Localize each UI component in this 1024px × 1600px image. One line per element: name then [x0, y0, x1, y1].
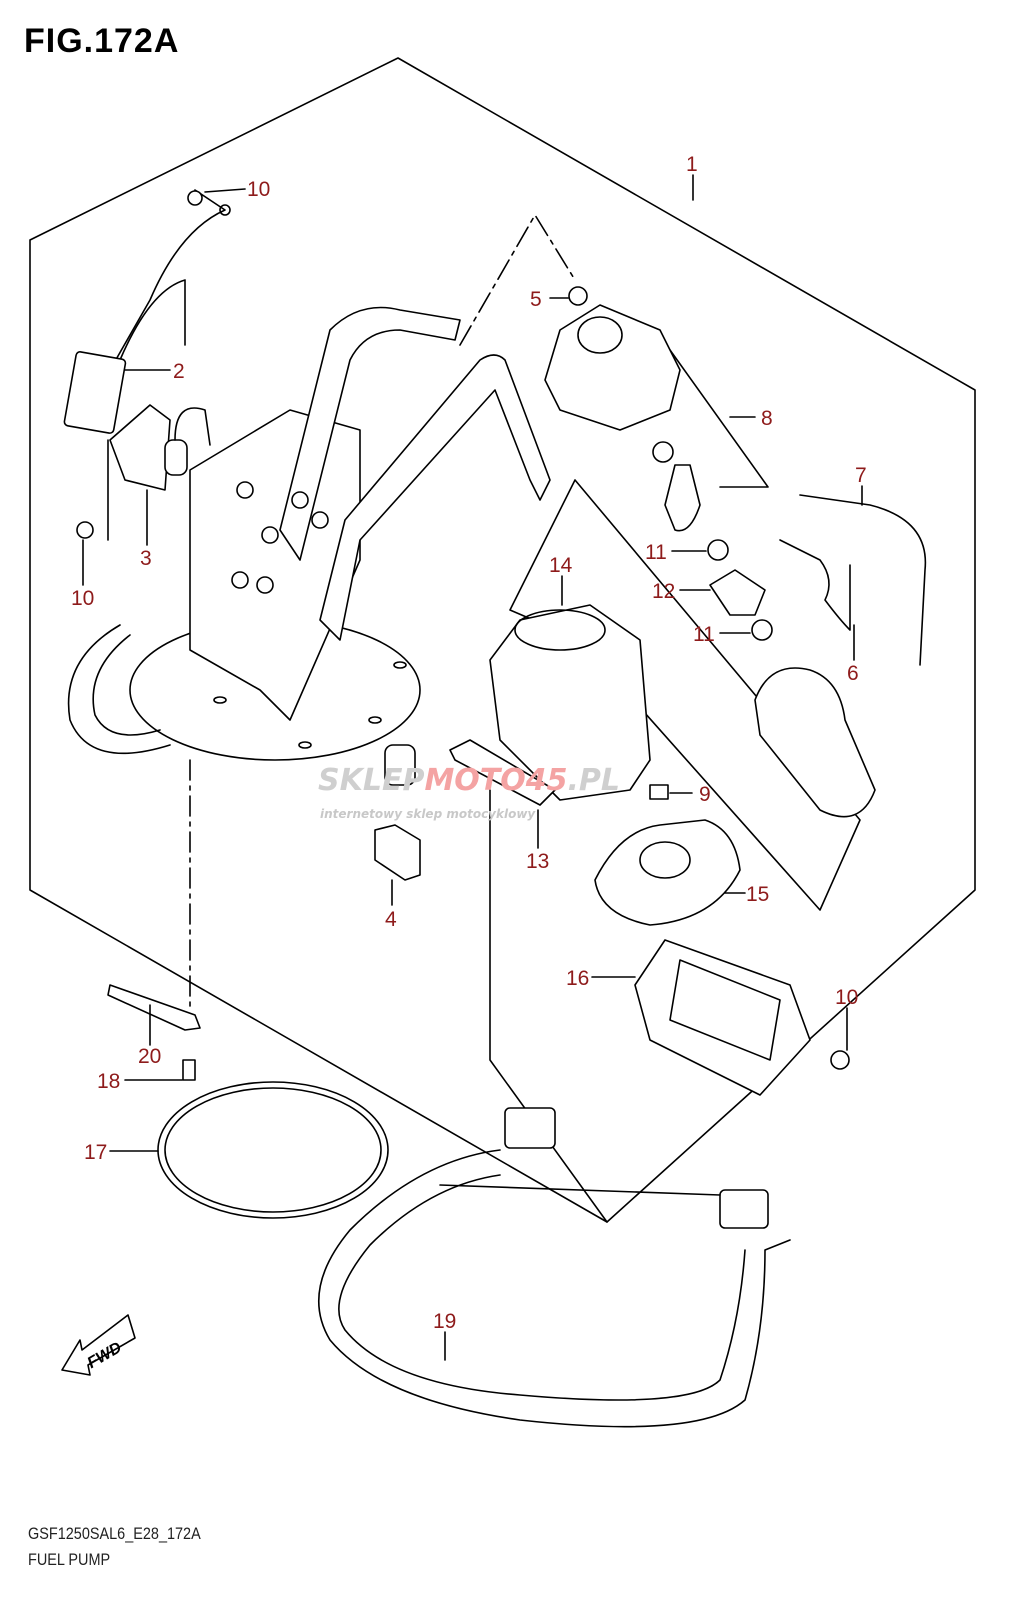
callout-4: 4 — [385, 908, 397, 931]
callout-1: 1 — [686, 153, 698, 176]
check-valve — [664, 464, 701, 532]
callout-8: 8 — [761, 407, 773, 430]
inner-frame-bottom — [489, 789, 608, 1223]
callout-13: 13 — [526, 850, 549, 873]
lead-wire-6 — [779, 539, 851, 631]
callout-10: 10 — [835, 986, 858, 1009]
o-ring-11 — [707, 539, 729, 561]
filter-case — [489, 604, 651, 801]
bracket-20 — [107, 984, 201, 1031]
watermark-tagline: internetowy sklep motocyklowy — [320, 807, 536, 821]
callout-6: 6 — [847, 662, 859, 685]
bolt-icon — [187, 190, 203, 206]
watermark: SKLEPMOTO45.PL internetowy sklep motocyk… — [318, 763, 620, 821]
fwd-arrow-icon: FWD — [61, 1314, 136, 1376]
inner-frame-top — [459, 214, 576, 346]
lead-wire-7 — [799, 494, 927, 666]
o-ring-11 — [751, 619, 773, 641]
callout-17: 17 — [84, 1141, 107, 1164]
screw-10 — [830, 1050, 850, 1070]
callout-5: 5 — [530, 288, 542, 311]
callout-18: 18 — [97, 1070, 120, 1093]
o-ring-5 — [568, 286, 588, 306]
pump-joint-13 — [449, 739, 556, 806]
callout-15: 15 — [746, 883, 769, 906]
assembly-frame — [29, 57, 976, 1223]
diagram-code: GSF1250SAL6_E28_172A — [28, 1524, 201, 1543]
leader-lines — [82, 174, 863, 1361]
fuel-hose-19 — [318, 1149, 791, 1428]
cushion-4 — [374, 824, 421, 881]
watermark-tld: .PL — [568, 763, 621, 798]
bolt-18 — [182, 1059, 196, 1081]
callout-11: 11 — [645, 541, 667, 564]
callout-2: 2 — [173, 360, 185, 383]
callout-9: 9 — [699, 783, 711, 806]
bolt-icon — [76, 521, 94, 539]
callout-12: 12 — [652, 580, 675, 603]
callout-20: 20 — [138, 1045, 161, 1068]
callouts: 1 10 5 2 8 7 3 14 11 12 11 10 6 9 13 15 … — [71, 153, 867, 1333]
pump-holder-16 — [634, 939, 811, 1096]
callout-7: 7 — [855, 464, 867, 487]
pump-bracket — [129, 306, 551, 786]
callout-14: 14 — [549, 554, 573, 577]
return-hose — [67, 624, 171, 755]
pressure-sensor — [109, 404, 211, 491]
callout-11: 11 — [693, 623, 715, 646]
callout-10: 10 — [247, 178, 270, 201]
figure-title: FIG.172A — [24, 22, 180, 60]
gasket-17 — [157, 1081, 389, 1219]
watermark-brand-left: SKLEP — [318, 763, 424, 798]
callout-19: 19 — [433, 1310, 456, 1333]
diagram-name: FUEL PUMP — [28, 1550, 111, 1569]
wire-harness — [63, 189, 231, 434]
o-ring — [652, 441, 674, 463]
clip-9 — [649, 784, 669, 800]
connector — [504, 1107, 556, 1149]
inner-frame-8 — [669, 349, 769, 488]
joint-12 — [709, 569, 766, 616]
connector — [719, 1189, 769, 1229]
watermark-brand-right: MOTO45 — [424, 763, 567, 798]
callout-16: 16 — [566, 967, 589, 990]
callout-3: 3 — [140, 547, 152, 570]
fuel-pump — [754, 667, 876, 818]
svg-text:SKLEPMOTO45.PL: SKLEPMOTO45.PL — [318, 763, 620, 798]
callout-10: 10 — [71, 587, 94, 610]
